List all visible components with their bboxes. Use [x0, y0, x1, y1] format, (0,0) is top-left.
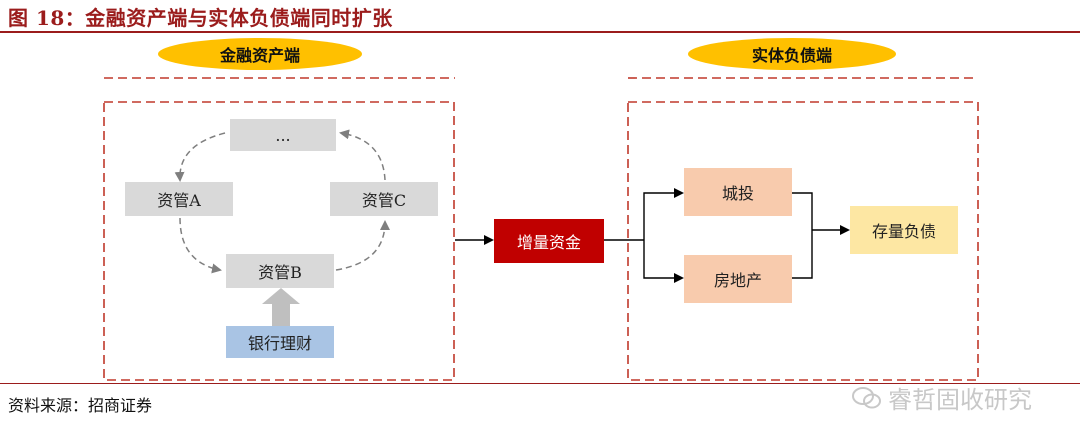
arrow-c-to-top	[339, 129, 386, 181]
merge-up	[792, 192, 813, 230]
node-real-estate: 房地产	[684, 255, 792, 303]
source-note: 资料来源：招商证券	[8, 396, 153, 415]
right-frame	[627, 101, 979, 381]
node-bank-wealth: 银行理财	[226, 326, 334, 358]
node-chengtou: 城投	[684, 168, 792, 216]
branch-up	[643, 188, 684, 240]
arrow-b-to-c	[335, 220, 390, 271]
branch-down	[643, 240, 684, 283]
figure-title: 图 18：金融资产端与实体负债端同时扩张	[8, 6, 393, 30]
node-incremental-funds: 增量资金	[494, 219, 604, 263]
title-rule	[0, 31, 1080, 33]
arrow-top-to-a	[174, 132, 226, 182]
watermark: 睿哲固收研究	[852, 380, 1032, 415]
node-asset-mgmt-a: 资管A	[125, 182, 233, 216]
node-asset-mgmt-c: 资管C	[330, 182, 438, 216]
right-header-oval: 实体负债端	[688, 38, 896, 70]
footer-rule	[0, 383, 1080, 384]
left-frame	[103, 101, 455, 381]
arrow-bank-to-b	[262, 288, 300, 326]
node-ellipsis: ...	[230, 119, 336, 151]
watermark-text: 睿哲固收研究	[888, 386, 1032, 414]
wechat-icon	[852, 386, 882, 409]
node-asset-mgmt-b: 资管B	[226, 254, 334, 288]
node-stock-debt: 存量负债	[850, 206, 958, 254]
left-header-oval: 金融资产端	[158, 38, 362, 70]
merge-down	[792, 230, 813, 279]
arrow-a-to-b	[179, 217, 222, 274]
